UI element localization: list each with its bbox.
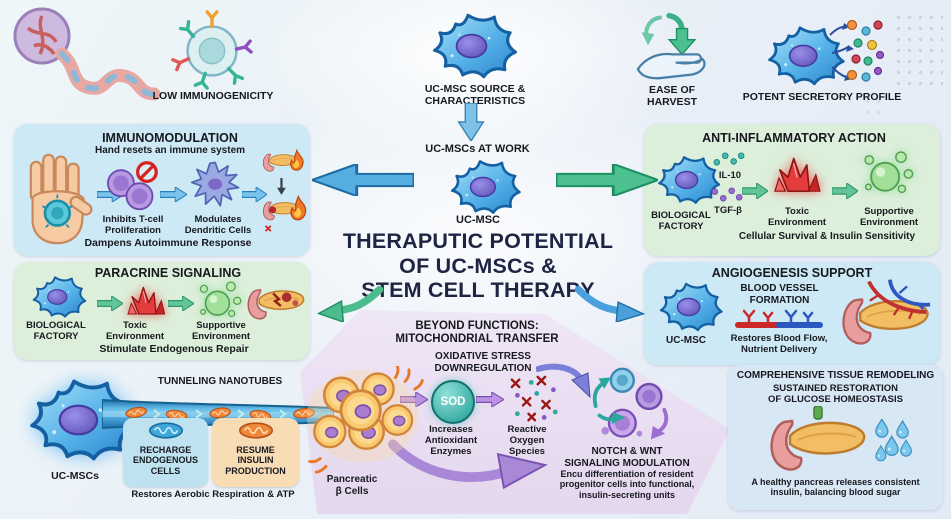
insulin-droplets-icon — [875, 419, 912, 462]
hand-cell-icon — [29, 153, 93, 245]
dot-grid-decoration — [893, 12, 943, 90]
ease-of-harvest-label: EASE OF HARVEST — [647, 84, 697, 109]
paracrine-title: PARACRINE SIGNALING — [94, 266, 242, 280]
notch-wnt-caption: Encu differentiation of resident progeni… — [559, 469, 695, 500]
secretory-cell-icon — [768, 19, 884, 86]
dot-grid-decoration — [862, 96, 888, 120]
biological-factory-label: BIOLOGICAL FACTORY — [651, 210, 711, 233]
central-ucmsc-cell-icon — [450, 160, 521, 214]
il10-label: IL-10 — [718, 170, 742, 181]
curved-arrow-to-cells-icon — [536, 363, 591, 399]
central-ucmsc-label: UC-MSC — [456, 214, 500, 226]
ros-label: Reactive Oxygen Species — [507, 424, 547, 458]
secretory-profile-label: POTENT SECRETORY PROFILE — [742, 91, 902, 103]
immunomodulation-subtitle: Hand resets an immune system — [94, 145, 246, 156]
dampens-autoimmune-label: Dampens Autoimmune Response — [84, 237, 252, 249]
beta-cell-cluster-icon — [306, 366, 424, 474]
resume-box: RESUME INSULIN PRODUCTION — [212, 418, 299, 487]
damaged-pancreas-icon — [247, 289, 305, 320]
progenitor-cells-icon — [592, 367, 669, 440]
cellular-survival-label: Cellular Survival & Insulin Sensitivity — [738, 231, 916, 242]
right-arrow-icon — [556, 164, 658, 196]
healthy-pancreas-caption: A healthy pancreas releases consistent i… — [751, 477, 920, 498]
big-curved-arrow-icon — [388, 439, 548, 490]
right-arrow-icon — [832, 183, 858, 199]
umbilical-cord-illustration — [13, 7, 161, 101]
stimulate-repair-label: Stimulate Endogenous Repair — [99, 343, 249, 355]
right-arrow-icon — [476, 392, 504, 407]
t-cells-icon — [107, 161, 158, 211]
ease-of-harvest-icon — [636, 12, 706, 80]
sod-sphere: SOD — [431, 380, 475, 424]
blood-vessel-formation-label: BLOOD VESSEL FORMATION — [740, 283, 819, 306]
supportive-environment-label: Supportive Environment — [859, 206, 919, 229]
ucmscs-label: UC-MSCs — [51, 470, 99, 482]
glucose-homeostasis-label: SUSTAINED RESTORATION OF GLUCOSE HOMEOST… — [768, 383, 903, 406]
notch-wnt-label: NOTCH & WNT SIGNALING MODULATION — [564, 446, 690, 469]
anti-inflammatory-title: ANTI-INFLAMMATORY ACTION — [702, 131, 886, 145]
modulates-dendritic-label: Modulates Dendritic Cells — [184, 214, 252, 237]
toxic-crystals-icon — [774, 157, 821, 193]
ucmsc-label: UC-MSC — [666, 335, 706, 346]
resume-label: RESUME INSULIN PRODUCTION — [225, 445, 286, 476]
restores-atp-label: Restores Aerobic Respiration & ATP — [131, 489, 295, 500]
il10-dots-icon — [713, 152, 745, 166]
down-arrow-icon — [457, 103, 485, 141]
curved-arrow-down-right-icon — [574, 285, 646, 322]
angiogenesis-title: ANGIOGENESIS SUPPORT — [711, 266, 873, 280]
curved-arrow-down-left-icon — [316, 285, 384, 322]
supportive-environment-label: Supportive Environment — [191, 320, 251, 343]
remodeling-title: COMPREHENSIVE TISSUE REMODELING — [736, 370, 935, 381]
supportive-bubbles-icon — [199, 281, 242, 318]
tunneling-nanotubes-label: TUNNELING NANOTUBES — [157, 376, 283, 387]
ucmsc-cell-icon — [659, 282, 723, 332]
right-arrow-icon — [168, 296, 194, 311]
right-arrow-icon — [160, 187, 187, 202]
biological-factory-label: BIOLOGICAL FACTORY — [26, 320, 86, 343]
beyond-functions-title: BEYOND FUNCTIONS: MITOCHONDRIAL TRANSFER — [395, 320, 559, 346]
right-arrow-icon — [97, 296, 123, 311]
supportive-bubbles-icon — [864, 151, 914, 194]
toxic-environment-label: Toxic Environment — [767, 206, 827, 229]
orange-mitochondrion-icon — [238, 422, 273, 439]
toxic-environment-label: Toxic Environment — [105, 320, 165, 343]
blood-vessel-icon — [735, 309, 823, 328]
right-arrow-icon — [742, 183, 768, 199]
tgfb-label: TGF-β — [714, 205, 742, 216]
increases-antioxidant-label: Increases Antioxidant Enzymes — [424, 424, 478, 458]
source-characteristics-label: UC-MSC SOURCE & CHARACTERISTICS — [424, 83, 526, 108]
low-immunogenicity-label: LOW IMMUNOGENICITY — [152, 90, 274, 102]
ros-icon — [510, 375, 558, 422]
at-work-label: UC-MSCs AT WORK — [425, 143, 530, 155]
left-arrow-icon — [312, 164, 414, 196]
biological-factory-cell-icon — [32, 276, 87, 318]
main-title: THERAPUTIC POTENTIAL OF UC-MSCs & STEM C… — [342, 229, 614, 302]
inhibits-tcell-label: Inhibits T-cell Proliferation — [102, 214, 164, 237]
dendritic-cell-icon — [190, 161, 240, 207]
beta-cells-label: Pancreatic β Cells — [326, 474, 378, 497]
ucmsc-source-cell-icon — [433, 13, 517, 79]
healthy-pancreas-icon — [770, 406, 866, 471]
blue-mitochondrion-icon — [148, 422, 183, 439]
vascularized-pancreas-icon — [842, 279, 931, 345]
recharge-box: RECHARGE ENDOGENOUS CELLS — [123, 418, 208, 487]
pancreas-inflammation-icon — [262, 149, 307, 232]
receptor-cell-icon — [171, 10, 253, 90]
toxic-crystals-icon — [127, 286, 166, 315]
tgfb-dots-icon — [711, 187, 743, 202]
oxidative-stress-label: OXIDATIVE STRESS DOWNREGULATION — [434, 351, 532, 374]
restores-blood-flow-label: Restores Blood Flow, Nutrient Delivery — [730, 333, 828, 356]
immunomodulation-title: IMMUNOMODULATION — [102, 131, 238, 145]
recharge-label: RECHARGE ENDOGENOUS CELLS — [132, 445, 198, 476]
